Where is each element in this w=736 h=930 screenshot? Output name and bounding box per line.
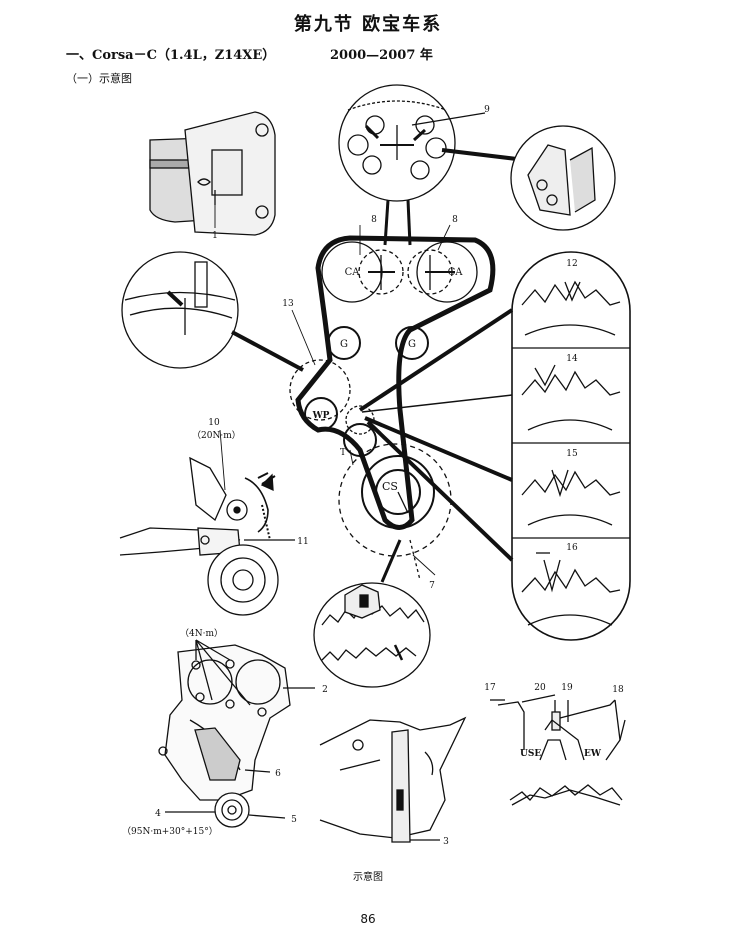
callout-16: 16: [566, 543, 578, 553]
torque-spec-cover: （4N·m）: [180, 628, 223, 639]
callout-5: 5: [291, 815, 297, 825]
callout-1: 1: [212, 231, 218, 241]
cam-pulley-right-label: CA: [448, 267, 464, 278]
callout-19: 19: [561, 683, 573, 693]
callout-15: 15: [566, 449, 578, 459]
figure-caption: 示意图: [353, 872, 383, 883]
page-title: 第九节 欧宝车系: [293, 14, 443, 35]
callout-12: 12: [566, 259, 577, 269]
mark-new: EW: [584, 749, 602, 759]
tensioner-adjustment-detail: [119, 456, 295, 616]
callout-11: 11: [297, 537, 308, 547]
callout-18: 18: [612, 685, 624, 695]
timing-belt: [289, 235, 496, 557]
callout-9: 9: [484, 105, 490, 115]
idler-right-label: G: [408, 339, 416, 350]
year-range: 2000—2007 年: [330, 48, 433, 63]
idler-left-label: G: [340, 339, 348, 350]
sub-heading: （一）示意图: [66, 72, 132, 85]
callout-13: 13: [282, 299, 294, 309]
callout-7: 7: [429, 581, 435, 591]
callout-3: 3: [443, 837, 449, 847]
timing-marks-detail: [490, 694, 626, 806]
locking-pin-illustration: [319, 716, 467, 843]
camshaft-marks-detail: [338, 84, 526, 246]
callout-2: 2: [322, 685, 328, 695]
crankshaft-label: CS: [382, 480, 398, 493]
callout-14: 14: [566, 354, 578, 364]
section-heading: 一、Corsa－C（1.4L，Z14XE）: [66, 48, 276, 63]
cam-mark-detail: [121, 251, 304, 372]
callout-6: 6: [275, 769, 281, 779]
tensioner-label: T: [340, 448, 346, 458]
water-pump-label: WP: [312, 411, 330, 421]
tooth-mark-details: [358, 251, 631, 641]
tensioner-assembly-illustration: [149, 111, 276, 236]
callout-4: 4: [155, 809, 161, 819]
cam-pulley-left-label: CA: [345, 267, 361, 278]
torque-spec-4: （95N·m+30°+15°）: [122, 826, 218, 837]
callout-10: 10: [208, 418, 220, 428]
page-number: 86: [360, 912, 376, 926]
callout-8-left: 8: [371, 215, 377, 225]
timing-cover-illustration: [158, 639, 315, 828]
callout-leaders: [214, 205, 451, 576]
crankshaft-sprocket-detail: [313, 539, 431, 688]
callout-20: 20: [534, 683, 546, 693]
locking-tool-detail: [510, 125, 616, 231]
callout-17: 17: [484, 683, 496, 693]
torque-spec-10: （20N·m）: [192, 430, 241, 441]
mark-use: USE: [520, 749, 541, 759]
callout-8-right: 8: [452, 215, 458, 225]
